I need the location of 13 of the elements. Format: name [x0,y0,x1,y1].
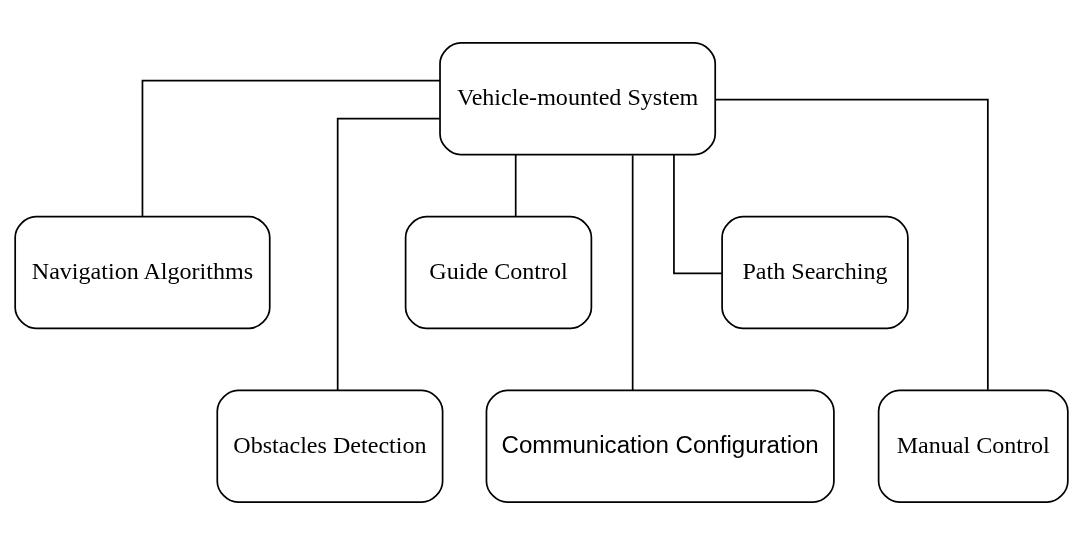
node-box: Path Searching [721,215,909,330]
connector [673,154,723,275]
node-box: Communication Configuration [485,389,835,503]
node-box: Vehicle-mounted System [439,42,717,156]
connector [631,154,634,392]
node-box: Navigation Algorithms [14,215,271,330]
connector [514,153,517,217]
node-box: Manual Control [877,389,1069,503]
node-box: Guide Control [404,215,593,330]
connector [714,98,989,391]
connector [141,79,441,218]
connector [336,117,441,391]
node-box: Obstacles Detection [216,389,444,503]
